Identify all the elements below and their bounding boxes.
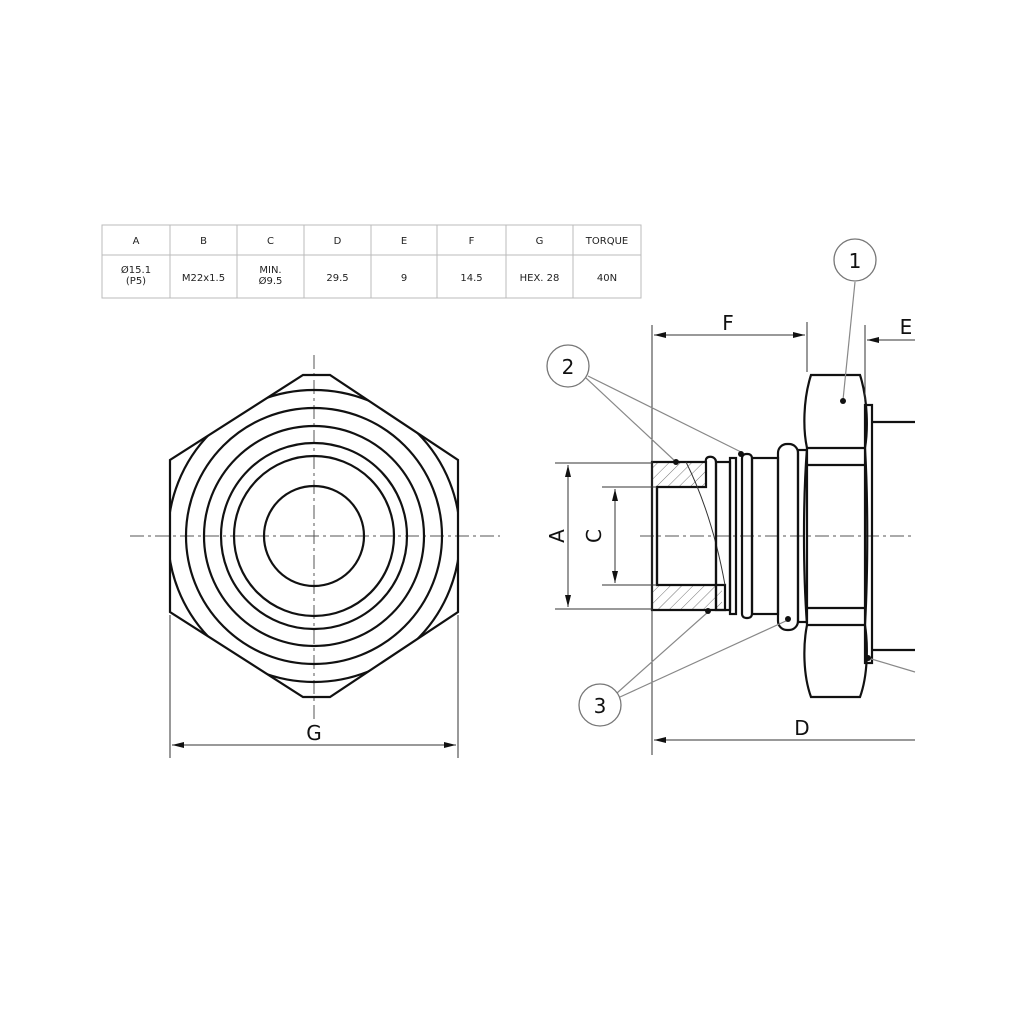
balloon-2: 2 <box>546 344 590 388</box>
svg-text:1: 1 <box>849 249 862 273</box>
dim-label-f: F <box>722 311 734 335</box>
table-cell: (P5) <box>126 276 146 287</box>
table-header: TORQUE <box>585 236 628 247</box>
balloon-1: 1 <box>833 238 877 282</box>
dim-label-g: G <box>306 721 322 745</box>
table-cell: Ø15.1 <box>121 264 151 276</box>
dim-label-e: E <box>900 315 913 339</box>
svg-text:2: 2 <box>562 355 575 379</box>
dim-label-c: C <box>582 529 606 543</box>
bore-circle <box>262 484 366 588</box>
table-header: A <box>133 236 140 247</box>
dim-label-a: A <box>545 529 569 543</box>
balloon-3: 3 <box>578 683 622 727</box>
table-cell: 9 <box>401 273 407 284</box>
table-header: F <box>469 236 475 247</box>
table-cell: 14.5 <box>460 273 482 284</box>
dimension-table: A Ø15.1(P5) B M22x1.5 C MIN.Ø9.5 D 29.5 E 9 F 14.5 G… <box>101 224 642 299</box>
o-ring <box>776 442 800 632</box>
table-header: D <box>334 236 342 247</box>
front-view: G <box>130 355 500 758</box>
side-view: F E D A C 1 2 3 <box>545 238 916 755</box>
table-cell: 40N <box>597 273 617 284</box>
dim-label-d: D <box>794 716 809 740</box>
table-header: C <box>267 236 274 247</box>
table-cell: MIN. <box>259 265 281 276</box>
svg-text:3: 3 <box>594 694 607 718</box>
table-cell: Ø9.5 <box>259 275 283 287</box>
table-cell: 29.5 <box>326 273 348 284</box>
table-cell: M22x1.5 <box>182 273 225 284</box>
table-header: B <box>200 236 207 247</box>
table-cell: HEX. 28 <box>520 273 560 284</box>
table-header: G <box>536 236 544 247</box>
table-header: E <box>401 236 407 247</box>
